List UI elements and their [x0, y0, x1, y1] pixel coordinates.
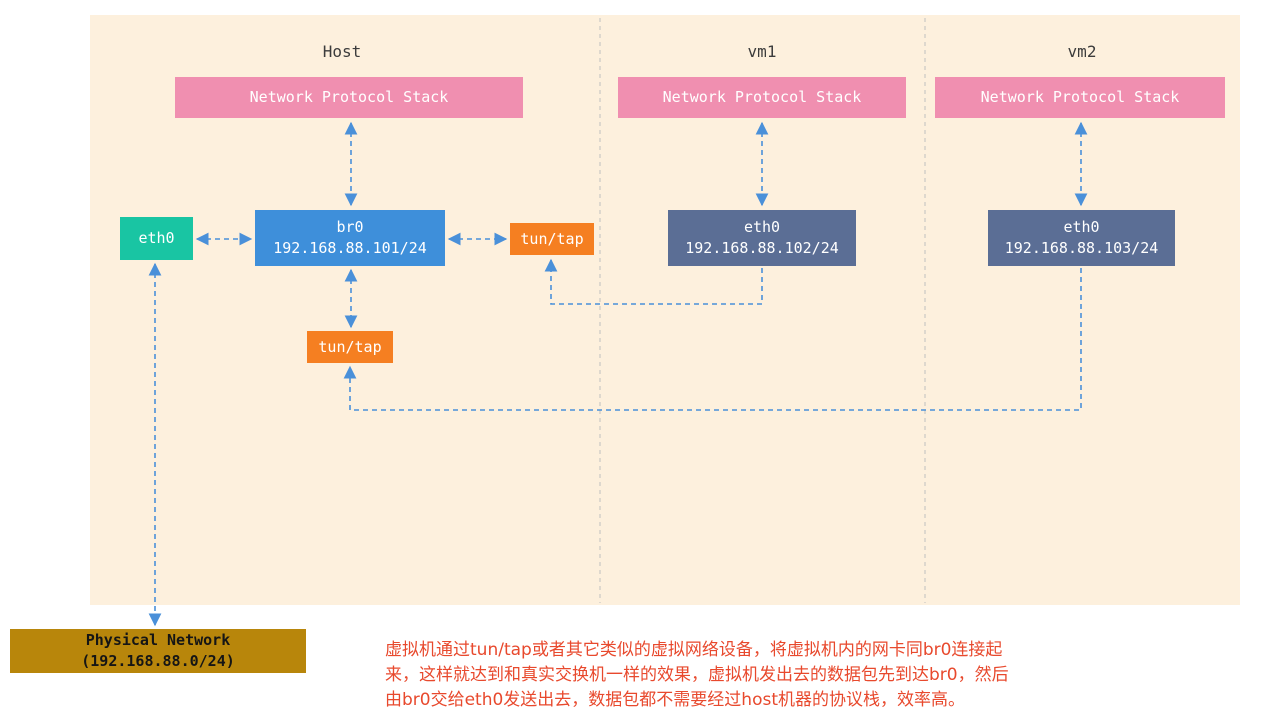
tuntap-side-label: tun/tap — [520, 229, 584, 248]
vm1-eth0-box: eth0 192.168.88.102/24 — [668, 210, 856, 266]
vm2-network-protocol-stack-box: Network Protocol Stack — [935, 77, 1225, 118]
vm2-eth0-name: eth0 — [1063, 218, 1100, 236]
br0-name: br0 — [336, 218, 364, 236]
tuntap-side-box: tun/tap — [510, 223, 594, 255]
br0-ip: 192.168.88.101/24 — [273, 239, 427, 257]
host-eth0-label: eth0 — [138, 229, 175, 247]
section-title-host: Host — [322, 42, 362, 61]
host-network-protocol-stack-box: Network Protocol Stack — [175, 77, 523, 118]
vm1-eth0-ip: 192.168.88.102/24 — [685, 239, 839, 257]
vm1-network-protocol-stack-label: Network Protocol Stack — [662, 88, 862, 106]
caption-text: 虚拟机通过tun/tap或者其它类似的虚拟网络设备，将虚拟机内的网卡同br0连接… — [385, 640, 1009, 710]
physical-network-name: Physical Network — [85, 631, 231, 649]
section-title-vm2: vm2 — [1067, 42, 1097, 61]
vm2-eth0-ip: 192.168.88.103/24 — [1004, 239, 1159, 257]
tuntap-bottom-box: tun/tap — [307, 331, 393, 363]
vm1-network-protocol-stack-box: Network Protocol Stack — [618, 77, 906, 118]
vm2-eth0-box: eth0 192.168.88.103/24 — [988, 210, 1175, 266]
vm1-eth0-name: eth0 — [743, 218, 781, 236]
vm2-network-protocol-stack-label: Network Protocol Stack — [980, 88, 1180, 106]
section-title-vm1: vm1 — [747, 42, 777, 61]
tuntap-bottom-label: tun/tap — [318, 337, 382, 356]
host-network-protocol-stack-label: Network Protocol Stack — [249, 88, 449, 106]
physical-network-box: Physical Network (192.168.88.0/24) — [10, 629, 306, 673]
br0-bridge-box: br0 192.168.88.101/24 — [255, 210, 445, 266]
host-eth0-box: eth0 — [120, 217, 193, 260]
physical-network-ip: (192.168.88.0/24) — [81, 652, 235, 670]
